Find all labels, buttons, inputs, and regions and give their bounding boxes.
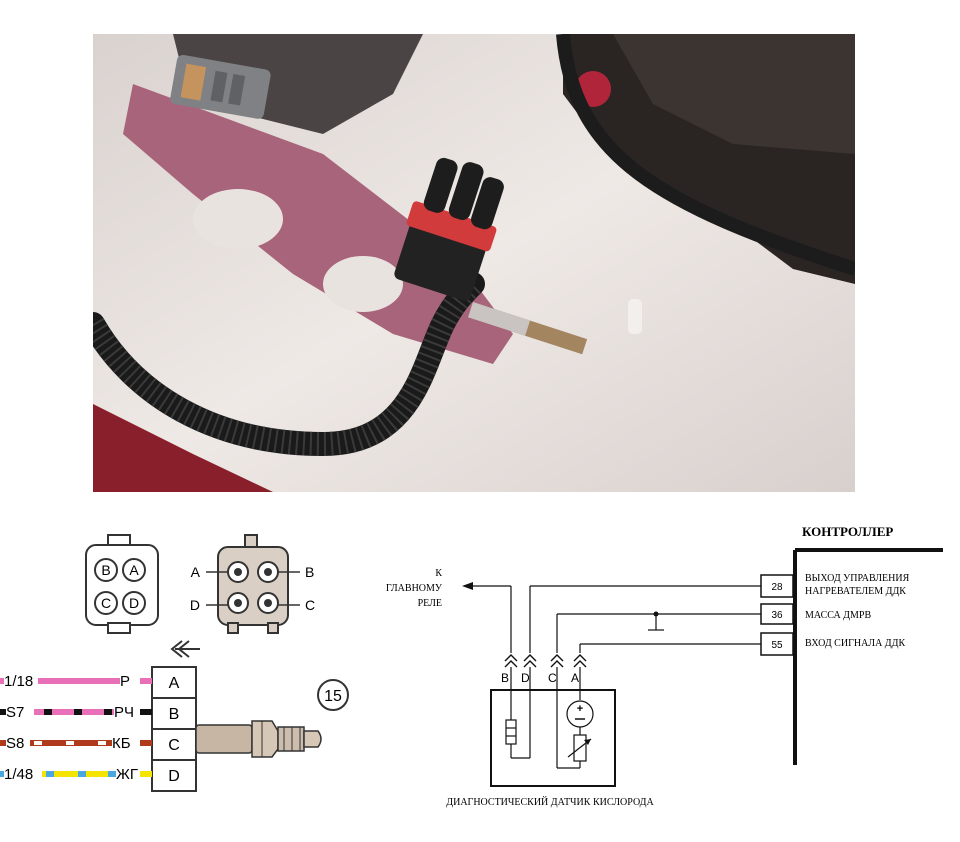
face-left-pin-d: D: [129, 595, 139, 611]
wire-d-code: ЖГ: [116, 766, 138, 783]
pin-block: A B C D: [151, 666, 197, 792]
wire-c-left-label: S8: [6, 735, 24, 752]
sensor-pin-d: D: [521, 671, 530, 685]
pin-28-label-line2: НАГРЕВАТЕЛЕМ ДДК: [805, 586, 906, 597]
connector-chevrons-icon: [504, 654, 587, 668]
pin-label-b: B: [169, 706, 180, 723]
diagram-number-badge: 15: [317, 679, 349, 711]
wiring-svg: B A C D A B D C: [0, 534, 349, 792]
pin-label-c: C: [168, 737, 180, 754]
face-left-pin-a: A: [129, 562, 139, 578]
sensor-pin-c: C: [548, 671, 557, 685]
wire-d: 1/48 ЖГ: [0, 766, 152, 783]
controller-title: КОНТРОЛЛЕР: [802, 524, 893, 539]
face-right-label-d: D: [190, 597, 200, 613]
wire-group: 1/18 Р S7 РЧ S8 КБ: [0, 673, 152, 783]
wire-c-code: КБ: [112, 735, 131, 752]
face-right-label-c: C: [305, 597, 315, 613]
connector-face-rear: B A C D: [85, 534, 159, 634]
wire-a-code: Р: [120, 673, 130, 690]
badge-number: 15: [324, 688, 342, 705]
schematic-wires: [470, 585, 761, 653]
pin-55-number: 55: [771, 640, 783, 651]
photo-illustration: [93, 34, 855, 492]
sensor-pin-b: B: [501, 671, 509, 685]
face-left-pin-b: B: [101, 562, 110, 578]
relay-label-line3: РЕЛЕ: [418, 598, 442, 609]
sensor-box: [490, 689, 616, 787]
pin-28-number: 28: [771, 582, 783, 593]
pin-55-label: ВХОД СИГНАЛА ДДК: [805, 638, 905, 649]
schematic-svg: КОНТРОЛЛЕР К ГЛАВНОМУ РЕЛЕ 28 36 55 ВЫХО…: [365, 503, 952, 816]
pin-36-label: МАССА ДМРВ: [805, 610, 871, 621]
sensor-internals: [505, 667, 594, 769]
sensor-caption: ДИАГНОСТИЧЕСКИЙ ДАТЧИК КИСЛОРОДА: [446, 796, 654, 808]
pin-28-label-line1: ВЫХОД УПРАВЛЕНИЯ: [805, 573, 910, 584]
wire-a-left-label: 1/18: [4, 673, 33, 690]
face-right-label-a: A: [191, 564, 201, 580]
wire-c: S8 КБ: [0, 735, 152, 752]
pin-36-number: 36: [771, 610, 783, 621]
relay-label-line2: ГЛАВНОМУ: [386, 583, 443, 594]
wire-b: S7 РЧ: [0, 704, 152, 721]
wire-d-left-label: 1/48: [4, 766, 33, 783]
pin-label-d: D: [168, 768, 180, 785]
sensor-wiring-diagram: B A C D A B D C: [0, 525, 360, 825]
relay-arrow-icon: [462, 582, 473, 590]
face-left-pin-c: C: [101, 595, 111, 611]
wire-a: 1/18 Р: [0, 673, 152, 690]
connector-face-front: A B D C: [190, 534, 315, 634]
sensor-pin-a: A: [571, 671, 579, 685]
svg-text:+: +: [577, 703, 583, 715]
wire-b-code: РЧ: [114, 704, 134, 721]
connector-chevron-icon: [170, 640, 200, 658]
relay-label-line1: К: [435, 568, 442, 579]
face-right-label-b: B: [305, 564, 314, 580]
pin-label-a: A: [169, 675, 180, 692]
engine-bay-photo: [93, 34, 855, 492]
sensor-schematic: КОНТРОЛЛЕР К ГЛАВНОМУ РЕЛЕ 28 36 55 ВЫХО…: [365, 503, 952, 816]
oxygen-sensor-icon: [195, 720, 322, 758]
wire-b-left-label: S7: [6, 704, 24, 721]
